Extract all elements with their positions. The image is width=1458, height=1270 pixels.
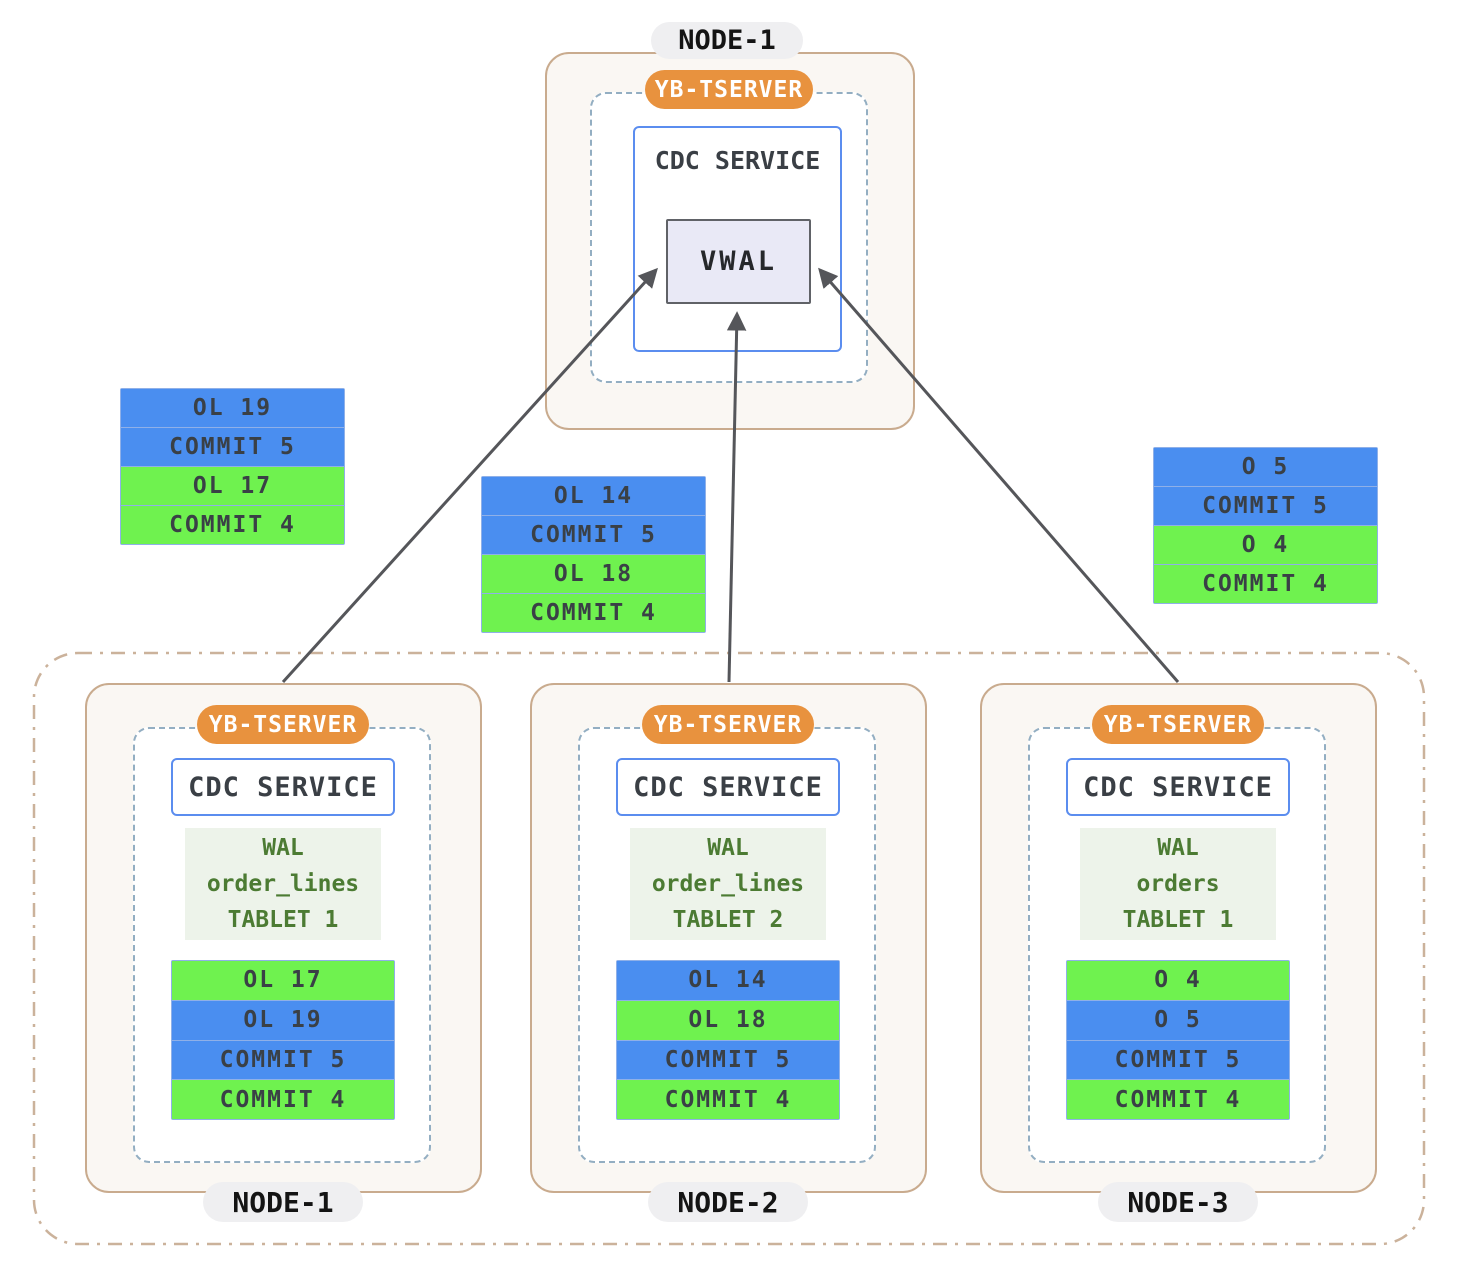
record-bar: COMMIT 5 <box>482 515 705 554</box>
record-bar: COMMIT 5 <box>172 1039 394 1080</box>
cdc-service-label: CDC SERVICE <box>188 771 378 803</box>
top-tserver-badge-label: YB-TSERVER <box>654 76 804 103</box>
record-bar: COMMIT 4 <box>172 1079 394 1119</box>
cdc-service-label: CDC SERVICE <box>1083 771 1273 803</box>
floating-stack-middle: OL 14 COMMIT 5 OL 18 COMMIT 4 <box>481 476 706 633</box>
bottom-node-1-wal-block: WAL order_lines TABLET 1 <box>185 828 381 940</box>
record-bar: OL 17 <box>172 961 394 1000</box>
record-bar: O 4 <box>1154 525 1377 564</box>
record-bar: OL 14 <box>482 477 705 515</box>
bottom-node-3-tserver-badge: YB-TSERVER <box>1092 705 1264 744</box>
bottom-node-2-stack: OL 14 OL 18 COMMIT 5 COMMIT 4 <box>616 960 840 1120</box>
bottom-node-1-cdc-service-box: CDC SERVICE <box>171 758 395 816</box>
node-label: NODE-2 <box>677 1185 779 1219</box>
wal-line: TABLET 2 <box>672 907 784 933</box>
wal-line: orders <box>1136 871 1220 897</box>
record-bar: COMMIT 5 <box>617 1039 839 1080</box>
bottom-node-1-stack: OL 17 OL 19 COMMIT 5 COMMIT 4 <box>171 960 395 1120</box>
record-bar: O 5 <box>1154 448 1377 486</box>
record-bar: OL 17 <box>121 466 344 505</box>
tserver-badge-label: YB-TSERVER <box>653 711 803 738</box>
bottom-node-3-cdc-service-box: CDC SERVICE <box>1066 758 1290 816</box>
bottom-node-3-wal-block: WAL orders TABLET 1 <box>1080 828 1276 940</box>
wal-line: WAL <box>707 835 749 861</box>
record-bar: O 5 <box>1067 999 1289 1040</box>
record-bar: O 4 <box>1067 961 1289 1000</box>
record-bar: COMMIT 5 <box>1067 1039 1289 1080</box>
top-node-label-pill: NODE-1 <box>651 22 803 59</box>
wal-line: order_lines <box>651 871 805 897</box>
wal-line: order_lines <box>206 871 360 897</box>
bottom-node-1-tserver-badge: YB-TSERVER <box>197 705 369 744</box>
floating-stack-left: OL 19 COMMIT 5 OL 17 COMMIT 4 <box>120 388 345 545</box>
bottom-node-3-stack: O 4 O 5 COMMIT 5 COMMIT 4 <box>1066 960 1290 1120</box>
wal-line: TABLET 1 <box>1122 907 1234 933</box>
bottom-node-2-tserver-badge: YB-TSERVER <box>642 705 814 744</box>
record-bar: COMMIT 4 <box>121 505 344 544</box>
vwal-box: VWAL <box>666 219 811 304</box>
bottom-node-2-wal-block: WAL order_lines TABLET 2 <box>630 828 826 940</box>
tserver-badge-label: YB-TSERVER <box>208 711 358 738</box>
record-bar: OL 19 <box>172 999 394 1040</box>
record-bar: COMMIT 4 <box>1154 564 1377 603</box>
tserver-badge-label: YB-TSERVER <box>1103 711 1253 738</box>
record-bar: OL 18 <box>617 999 839 1040</box>
wal-line: TABLET 1 <box>227 907 339 933</box>
top-tserver-badge: YB-TSERVER <box>645 70 813 109</box>
node-label: NODE-1 <box>232 1185 334 1219</box>
vwal-label: VWAL <box>699 246 778 277</box>
bottom-node-3-label-pill: NODE-3 <box>1098 1182 1258 1222</box>
floating-stack-right: O 5 COMMIT 5 O 4 COMMIT 4 <box>1153 447 1378 604</box>
cdc-service-label: CDC SERVICE <box>633 771 823 803</box>
record-bar: OL 19 <box>121 389 344 427</box>
top-node-label: NODE-1 <box>678 25 776 56</box>
record-bar: OL 14 <box>617 961 839 1000</box>
wal-line: WAL <box>262 835 304 861</box>
record-bar: OL 18 <box>482 554 705 593</box>
node-label: NODE-3 <box>1127 1185 1229 1219</box>
record-bar: COMMIT 4 <box>1067 1079 1289 1119</box>
record-bar: COMMIT 4 <box>482 593 705 632</box>
wal-line: WAL <box>1157 835 1199 861</box>
record-bar: COMMIT 4 <box>617 1079 839 1119</box>
record-bar: COMMIT 5 <box>1154 486 1377 525</box>
bottom-node-2-label-pill: NODE-2 <box>648 1182 808 1222</box>
top-cdc-service-label: CDC SERVICE <box>654 146 821 175</box>
bottom-node-1-label-pill: NODE-1 <box>203 1182 363 1222</box>
bottom-node-2-cdc-service-box: CDC SERVICE <box>616 758 840 816</box>
record-bar: COMMIT 5 <box>121 427 344 466</box>
